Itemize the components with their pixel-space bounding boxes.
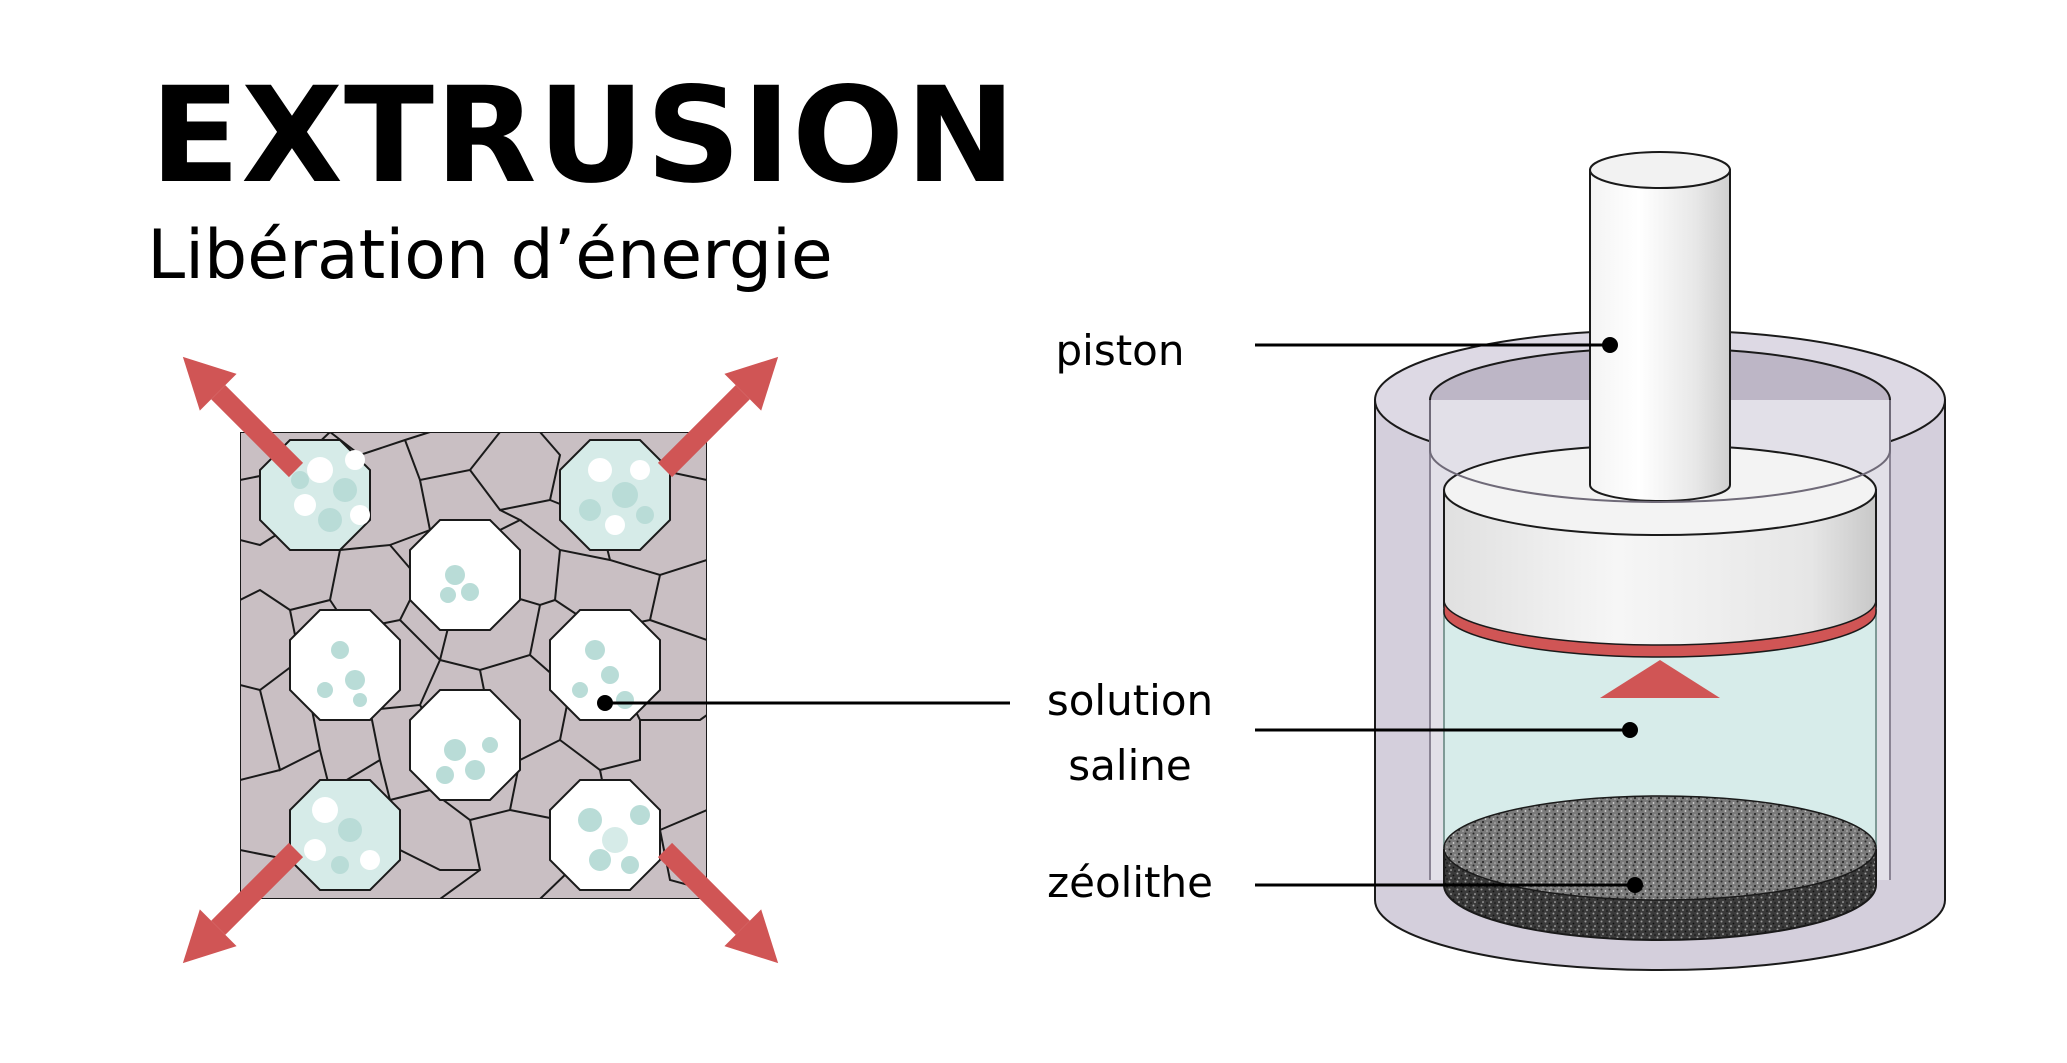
expansion-arrows bbox=[182, 356, 779, 964]
arrow-up-left bbox=[182, 356, 304, 478]
label-solution-line2: saline bbox=[1068, 741, 1192, 791]
label-solution-saline: solution saline bbox=[1000, 668, 1260, 798]
leader-piston bbox=[1255, 337, 1618, 353]
salt-solution-particles bbox=[291, 450, 654, 874]
label-piston: piston bbox=[1055, 326, 1185, 375]
arrow-down-left bbox=[182, 842, 304, 964]
pressure-arrow-up bbox=[1600, 660, 1720, 698]
pressure-cylinder bbox=[1374, 151, 1946, 971]
leader-framework-solution bbox=[597, 695, 1010, 711]
piston-seal bbox=[1443, 599, 1877, 658]
label-solution-line1: solution bbox=[1046, 676, 1214, 725]
label-zeolithe: zéolithe bbox=[1047, 858, 1213, 907]
arrow-down-right bbox=[657, 842, 779, 964]
leader-zeolithe bbox=[1255, 877, 1643, 893]
leader-solution bbox=[1255, 722, 1638, 738]
zeolite-framework bbox=[240, 432, 707, 899]
arrow-up-right bbox=[657, 356, 779, 478]
diagram-subtitle: Libération d’énergie bbox=[147, 216, 833, 295]
piston-rod bbox=[1589, 169, 1731, 502]
